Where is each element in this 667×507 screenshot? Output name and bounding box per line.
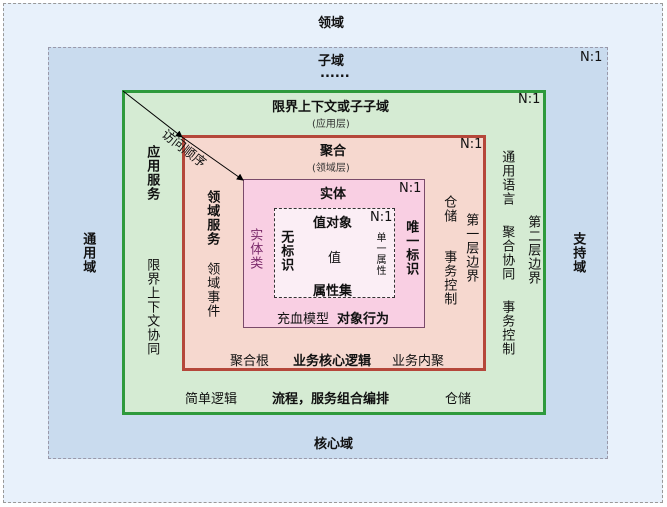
aggregate-ratio: N:1 (460, 137, 483, 152)
domain-event-label: 领域事件 (204, 262, 220, 318)
domain-service-label: 领域服务 (204, 190, 220, 246)
value-object-ratio: N:1 (370, 210, 393, 225)
value-object-title: 值对象 (313, 216, 353, 231)
orchestration-label: 流程，服务组合编排 (272, 392, 390, 407)
generic-domain-label: 通用域 (80, 232, 96, 274)
entity-title: 实体 (320, 187, 347, 202)
aggregate-repository-label: 仓储 (441, 195, 457, 223)
domain-title: 领域 (318, 16, 345, 31)
entity-class-label: 实体类 (247, 228, 263, 270)
context-transaction-label: 事务控制 (499, 300, 515, 356)
aggregate-root-label: 聚合根 (230, 354, 270, 369)
core-domain-label: 核心域 (314, 437, 354, 452)
subdomain-ratio: N:1 (580, 50, 603, 65)
cohesion-label: 业务内聚 (392, 354, 445, 369)
value-label: 值 (328, 251, 342, 266)
attribute-set-label: 属性集 (313, 284, 353, 299)
subdomain-ellipsis: ...... (320, 66, 350, 81)
aggregate-transaction-label: 事务控制 (441, 250, 457, 306)
object-behavior-label: 对象行为 (337, 312, 390, 327)
aggregate-title: 聚合 (320, 144, 347, 159)
aggregate-collaboration-label: 聚合协同 (499, 225, 515, 281)
context-repository-label: 仓储 (445, 392, 472, 407)
application-service-label: 应用服务 (144, 145, 160, 201)
bounded-context-title: 限界上下文或子子域 (272, 100, 390, 115)
supporting-domain-label: 支持域 (570, 232, 586, 274)
second-boundary-label: 第二层边界 (525, 215, 541, 285)
rich-model-label: 充血模型 (277, 312, 330, 327)
single-attribute-label: 单一属性 (374, 232, 385, 276)
first-boundary-label: 第一层边界 (463, 213, 479, 283)
subdomain-title: 子域 (318, 54, 345, 69)
no-identity-label: 无标识 (278, 230, 294, 272)
ubiquitous-language-label: 通用语言 (499, 150, 515, 206)
entity-ratio: N:1 (399, 181, 422, 196)
domain-layer-label: (领域层) (312, 163, 350, 174)
value-object-box (274, 208, 395, 298)
unique-id-label: 唯一标识 (403, 220, 419, 276)
application-layer-label: (应用层) (312, 119, 350, 130)
core-logic-label: 业务核心逻辑 (293, 354, 372, 369)
context-collaboration-label: 限界上下文协同 (144, 258, 160, 356)
simple-logic-label: 简单逻辑 (185, 392, 238, 407)
context-ratio: N:1 (518, 92, 541, 107)
